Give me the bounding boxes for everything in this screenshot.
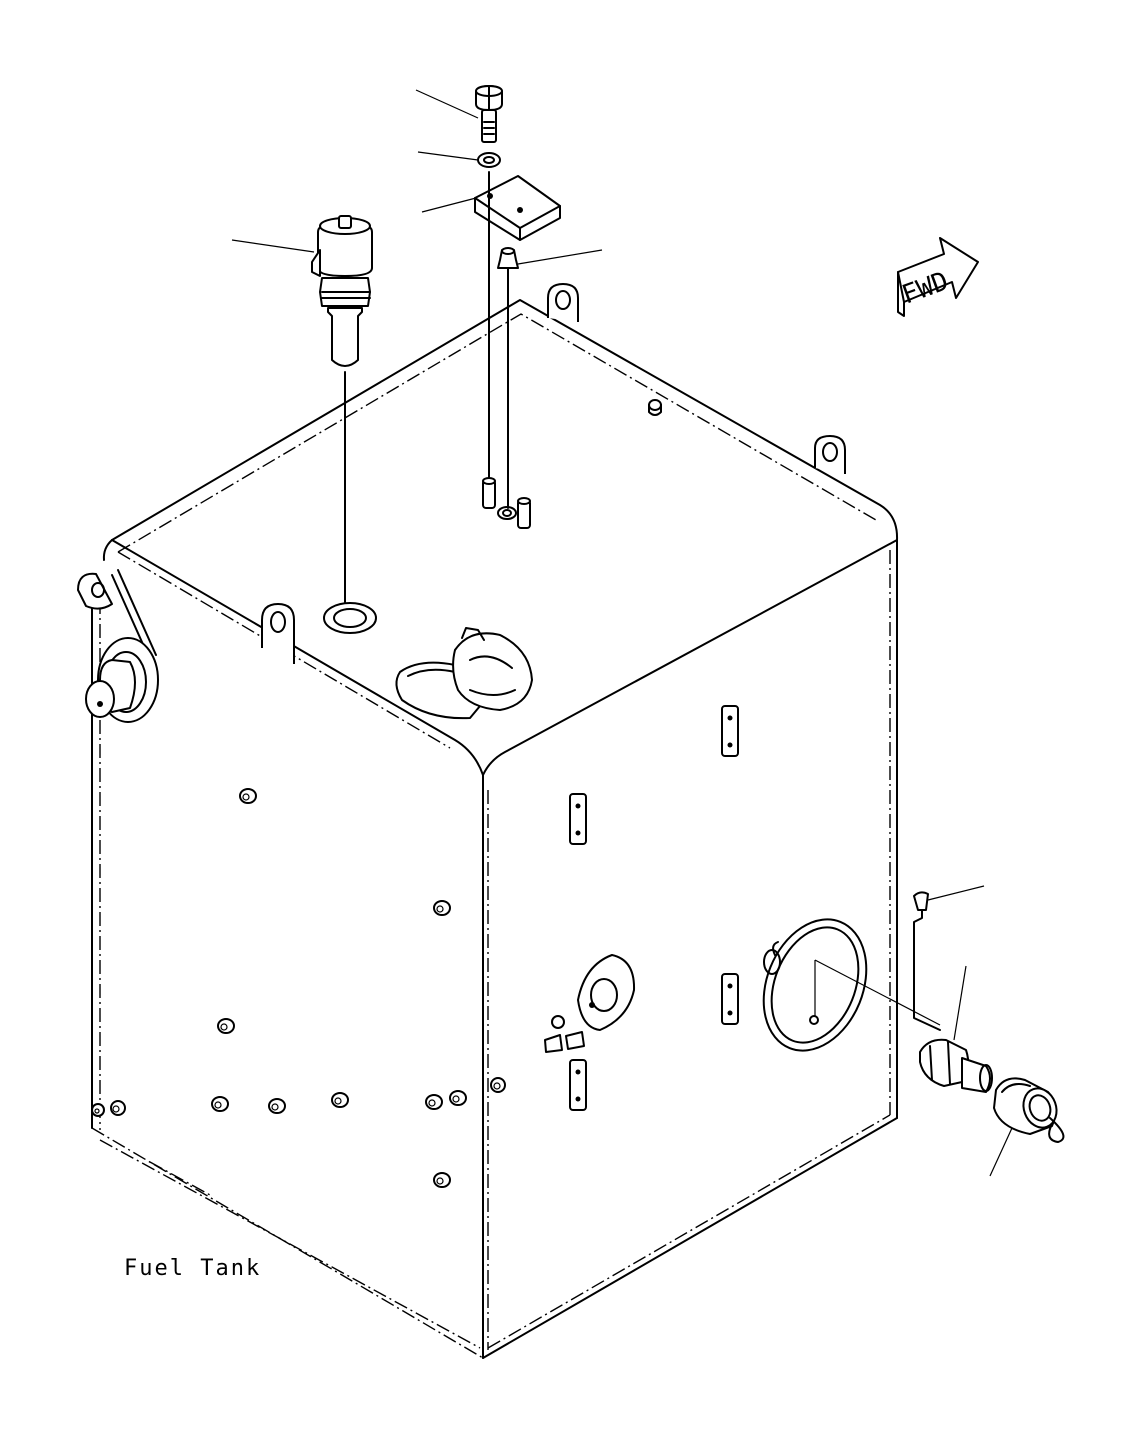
lock-washer [477,152,501,168]
left-face-bosses [91,788,467,1188]
top-drain-boss [648,399,662,416]
drain-adapter-fitting [919,1038,993,1093]
tank-body [91,299,899,1359]
right-face-brackets [490,705,739,1111]
gauge-mount-ring [323,602,377,634]
top-mounting-bosses [482,477,531,529]
inspection-cover [762,918,941,1052]
mounting-bolt [475,85,503,143]
fwd-arrow-icon: FWD [897,237,979,317]
leader-lines [231,89,1013,1177]
level-gauge-sender [311,215,373,603]
left-side-port-fitting [85,569,159,723]
lifting-lug-left [77,572,113,610]
lifting-lug-right [814,435,846,474]
gauge-bracket [474,171,561,479]
diagram-caption: Fuel Tank [124,1256,262,1281]
dust-cap-with-tether [993,1077,1065,1143]
lifting-lug-front [261,603,295,664]
breather-plug [497,247,519,509]
sensor-housing [544,954,636,1053]
lifting-lug-top [547,283,579,322]
filler-cap-neck [395,627,533,720]
air-bleed-valve [913,891,941,1031]
